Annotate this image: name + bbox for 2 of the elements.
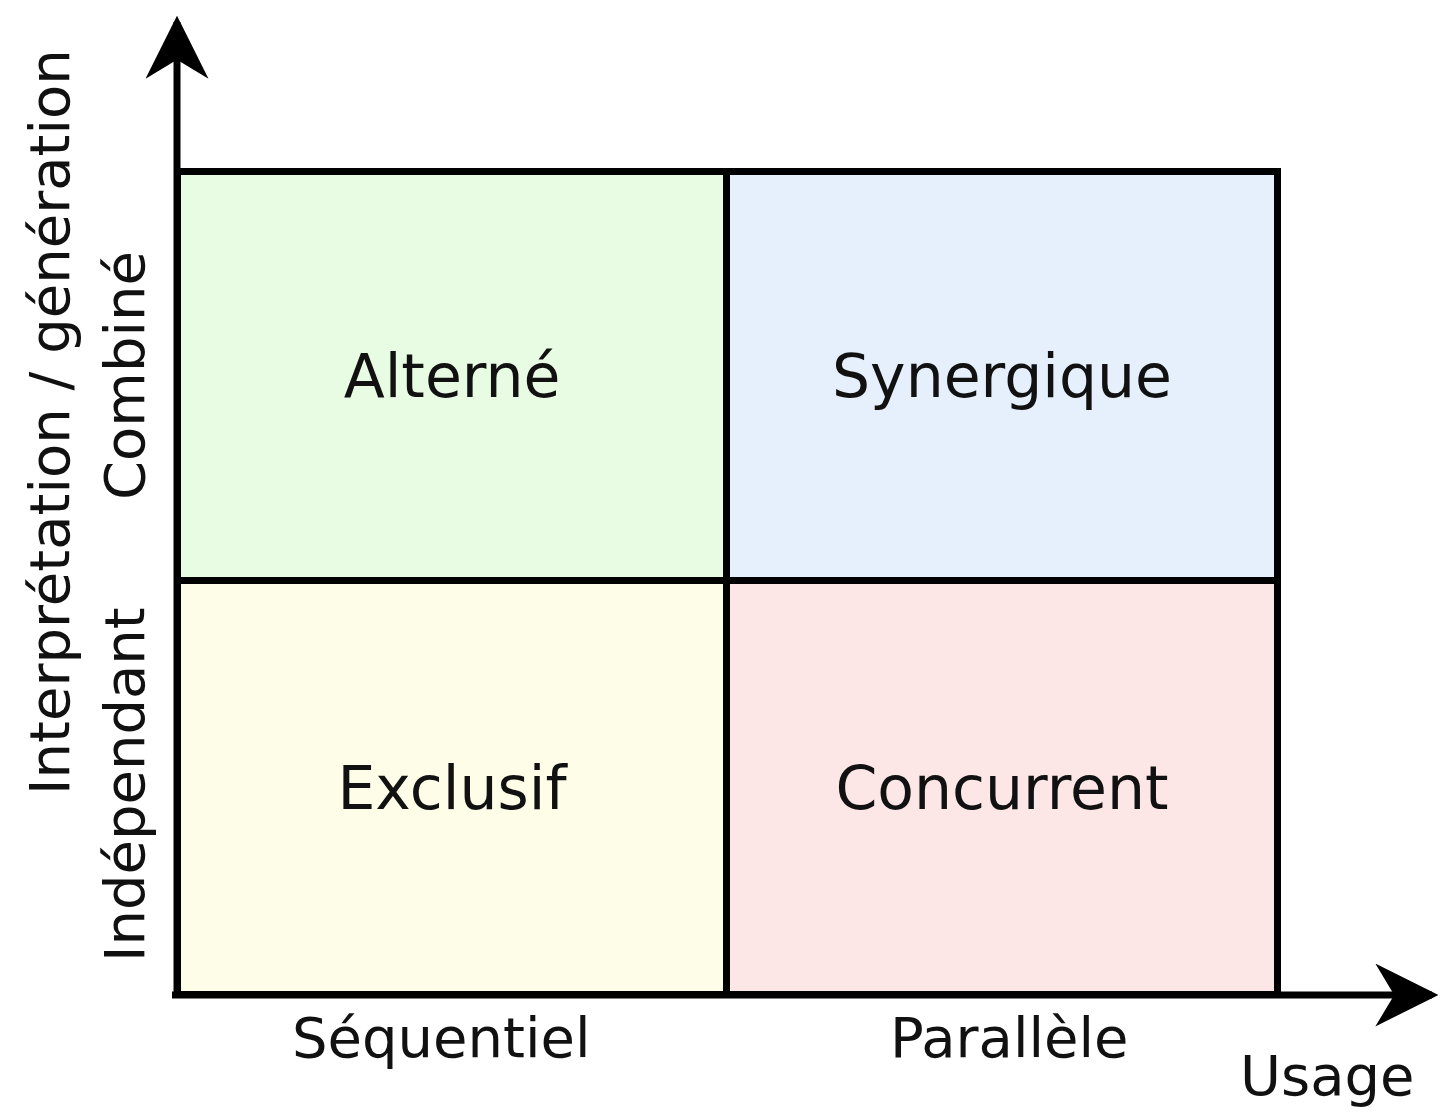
axis-category-label: Parallèle	[890, 1010, 1129, 1066]
axis-category-label: Combiné	[97, 250, 153, 503]
